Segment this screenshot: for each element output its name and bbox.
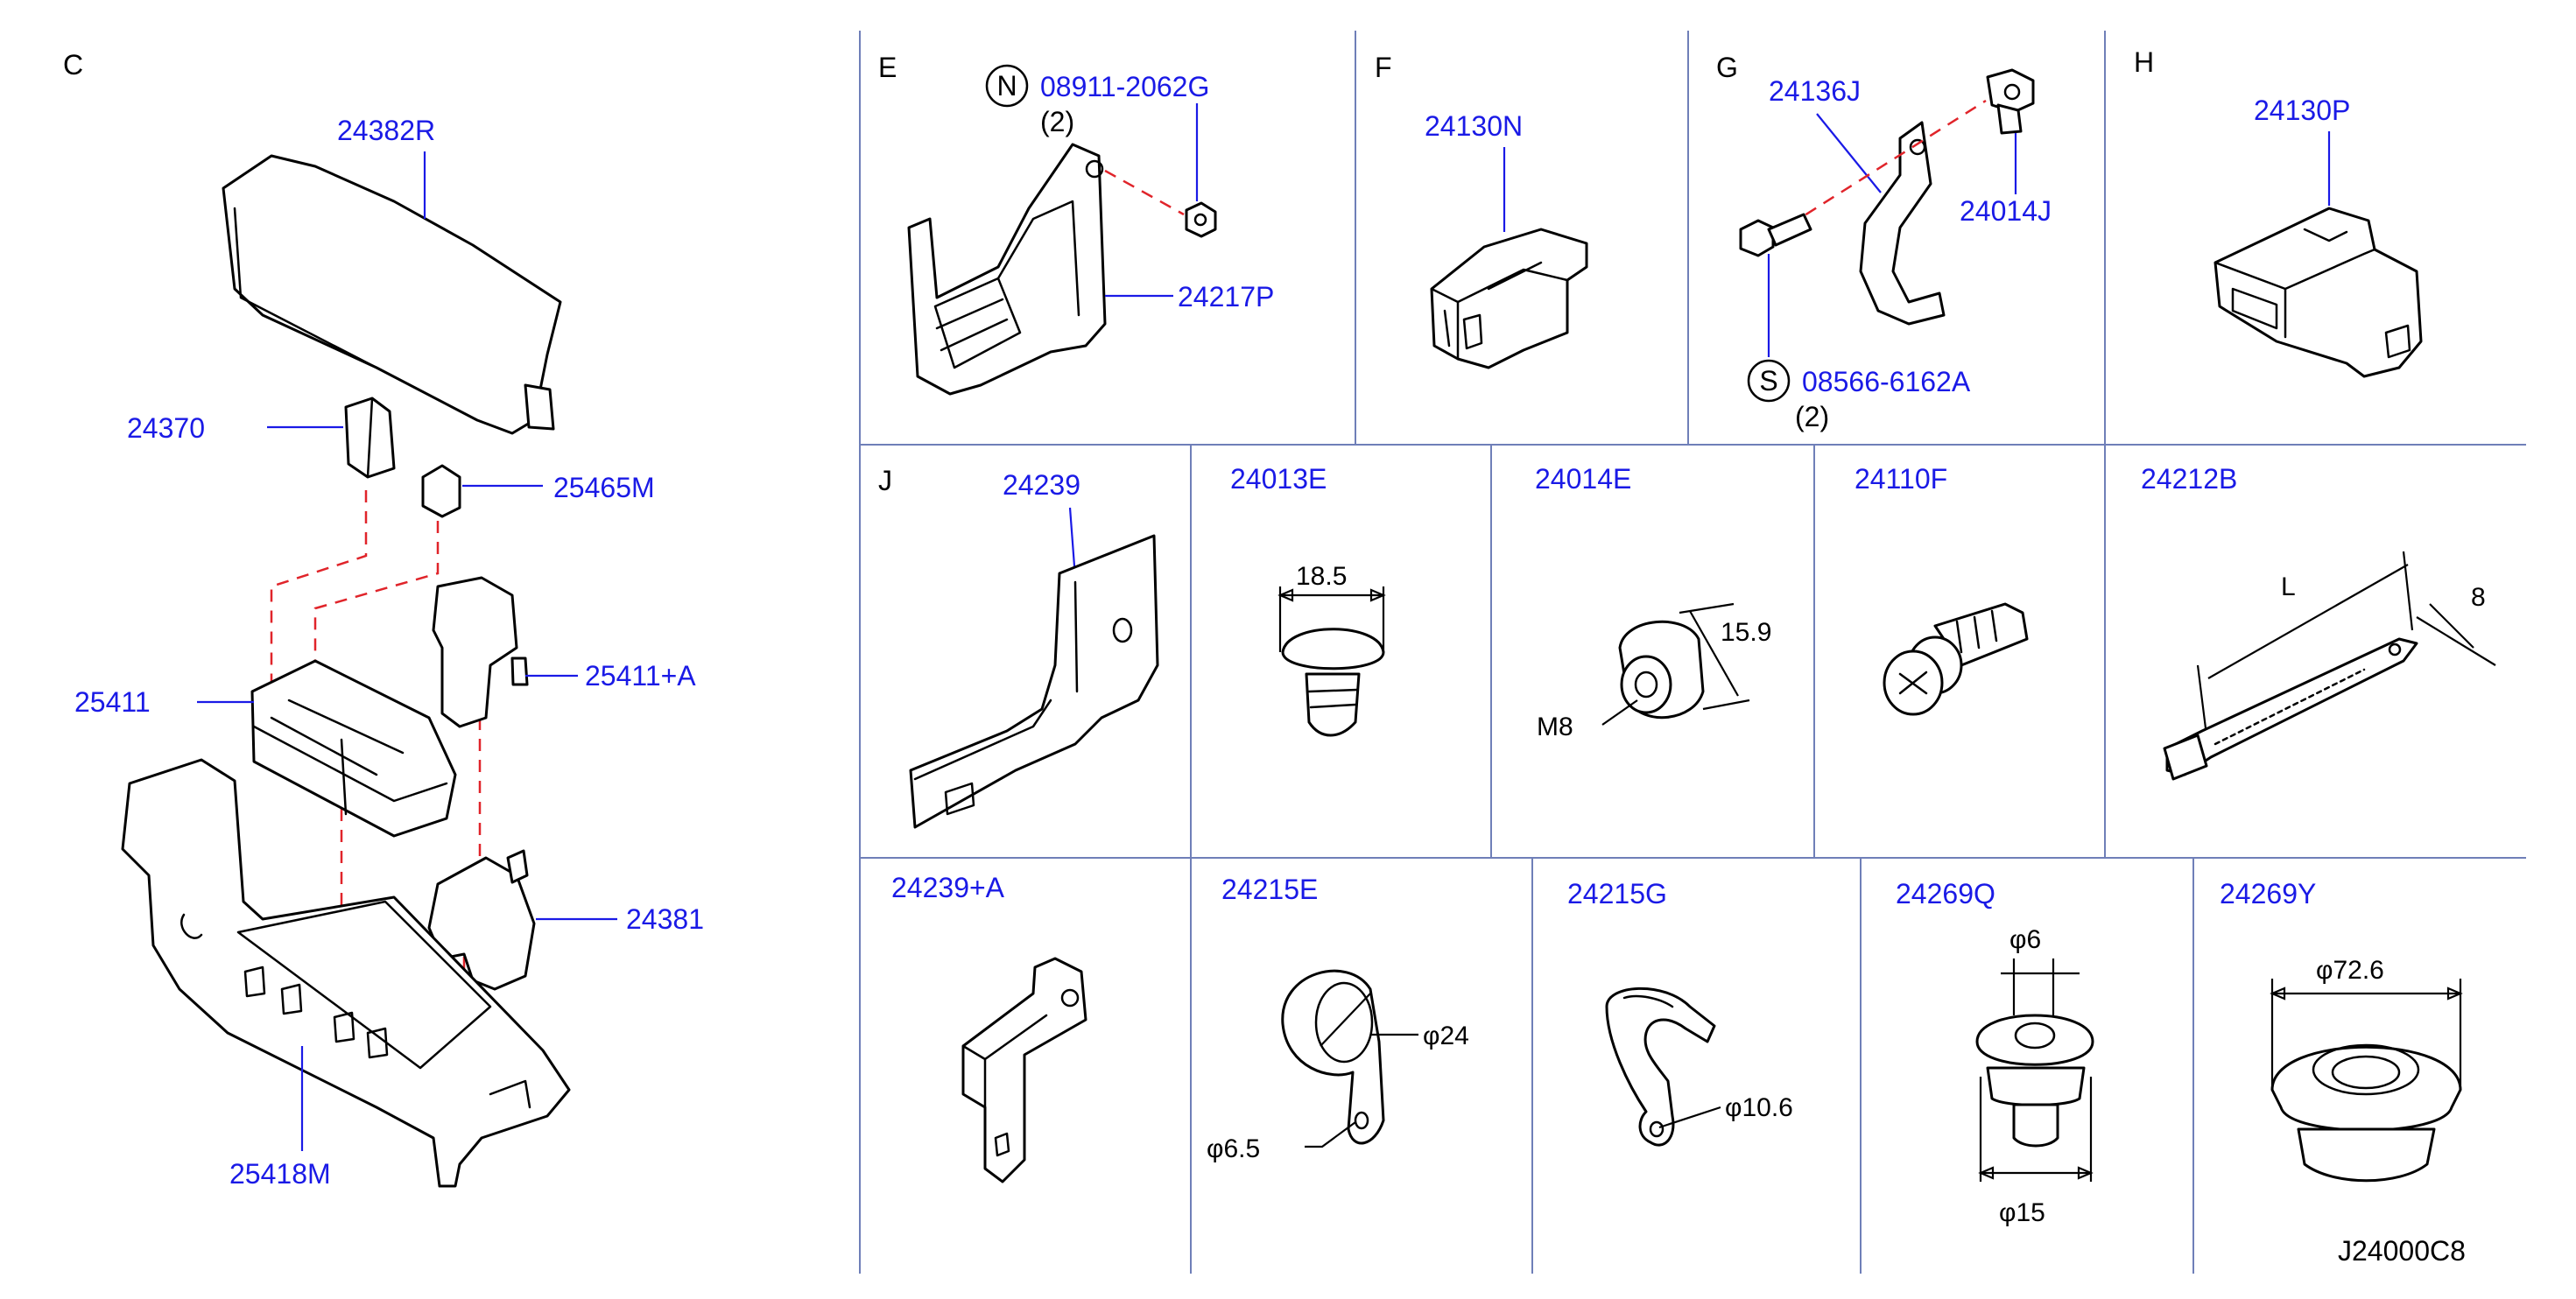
- label-24269q: 24269Q: [1896, 878, 1995, 909]
- bracket-24239[interactable]: [909, 534, 1159, 829]
- label-24014e: 24014E: [1535, 463, 1631, 495]
- section-label-h: H: [2134, 46, 2154, 78]
- section-f: 24130N: [1425, 110, 1588, 369]
- clip-24013e[interactable]: [1281, 628, 1385, 671]
- clip-24136j[interactable]: [1859, 121, 1946, 326]
- grommet-24215e[interactable]: [1281, 969, 1385, 1145]
- symbol-n: N: [996, 70, 1017, 102]
- symbol-s-circle: [1747, 359, 1791, 403]
- section-label-c: C: [63, 49, 83, 81]
- label-24212b: 24212B: [2141, 463, 2237, 495]
- section-label-e: E: [878, 52, 897, 83]
- section-label-j: J: [878, 465, 892, 496]
- clip-24014j[interactable]: [1986, 68, 2035, 114]
- label-24239a: 24239+A: [891, 872, 1005, 903]
- bracket-25418m[interactable]: [121, 758, 571, 1188]
- dim-15-9: 15.9: [1721, 618, 1771, 647]
- section-24014e: 24014E 15.9 M8: [1535, 463, 1771, 741]
- label-24381: 24381: [626, 903, 704, 935]
- nut-08911-2062g[interactable]: [1185, 201, 1217, 238]
- label-24269y: 24269Y: [2220, 878, 2316, 909]
- label-24239: 24239: [1003, 469, 1080, 501]
- section-h: 24130P: [2214, 95, 2423, 378]
- dim-l: L: [2281, 572, 2296, 601]
- dim-8: 8: [2471, 583, 2486, 612]
- screw-quantity: (2): [1795, 401, 1829, 432]
- label-24370: 24370: [127, 412, 205, 444]
- section-label-g: G: [1716, 52, 1738, 83]
- dim-phi-15: φ15: [1999, 1198, 2045, 1227]
- bracket-24239a[interactable]: [961, 957, 1087, 1183]
- dim-m8: M8: [1537, 713, 1573, 741]
- grid-lines: [859, 31, 2526, 1274]
- relay-25411a[interactable]: [432, 576, 518, 728]
- section-24215e: 24215E φ24 φ6.5: [1207, 874, 1469, 1163]
- section-label-f: F: [1375, 52, 1392, 83]
- section-c: 24382R 24370 25465M 25411+A 25411 24381: [74, 115, 704, 1190]
- label-24130p: 24130P: [2254, 95, 2350, 126]
- symbol-n-circle: [985, 64, 1029, 108]
- section-g: 24136J 24014J S 08566-6162A (2): [1739, 68, 2052, 432]
- label-24013e: 24013E: [1230, 463, 1327, 495]
- grommet-24269q[interactable]: [1975, 1014, 2094, 1066]
- label-24136j: 24136J: [1769, 75, 1861, 107]
- section-e: N 08911-2062G (2) 24217P: [907, 64, 1274, 396]
- label-08911-2062g: 08911-2062G: [1040, 71, 1209, 102]
- label-25411a: 25411+A: [585, 660, 696, 692]
- dim-phi-24: φ24: [1423, 1022, 1469, 1050]
- label-24130n: 24130N: [1425, 110, 1523, 142]
- dim-phi-6-5: φ6.5: [1207, 1134, 1260, 1163]
- section-24269q: 24269Q φ6 φ15: [1896, 878, 2094, 1227]
- nut-quantity: (2): [1040, 106, 1074, 137]
- label-08566-6162a: 08566-6162A: [1802, 366, 1971, 397]
- section-24110f: 24110F: [1855, 463, 2029, 716]
- section-24269y: 24269Y φ72.6: [2220, 878, 2463, 1183]
- fuse-box-cover-24382r[interactable]: [222, 154, 562, 435]
- label-24110f: 24110F: [1855, 463, 1947, 495]
- label-25465m: 25465M: [553, 472, 655, 503]
- label-24215g: 24215G: [1567, 878, 1667, 909]
- bracket-24217p[interactable]: [907, 143, 1107, 396]
- dim-phi-72-6: φ72.6: [2316, 956, 2384, 985]
- label-24217p: 24217P: [1178, 281, 1274, 312]
- section-24239a: 24239+A: [891, 872, 1087, 1183]
- label-25418m: 25418M: [229, 1158, 331, 1190]
- label-24382r: 24382R: [337, 115, 435, 146]
- label-24014j: 24014J: [1960, 195, 2052, 227]
- section-24215g: 24215G φ10.6: [1567, 878, 1793, 1147]
- section-24013e: 24013E 18.5: [1230, 463, 1386, 737]
- label-24215e: 24215E: [1221, 874, 1318, 905]
- symbol-s: S: [1759, 365, 1777, 397]
- fuse-25465m[interactable]: [421, 464, 461, 518]
- connector-24130n[interactable]: [1430, 228, 1588, 369]
- dim-18-5: 18.5: [1296, 562, 1347, 591]
- dim-phi-6: φ6: [2009, 925, 2041, 954]
- clamp-24215g[interactable]: [1605, 987, 1716, 1147]
- section-j: 24239: [909, 469, 1159, 829]
- diagram-code: J24000C8: [2338, 1235, 2466, 1267]
- fuse-block-25411[interactable]: [250, 659, 457, 838]
- connector-24130p[interactable]: [2214, 207, 2423, 378]
- dim-phi-10-6: φ10.6: [1725, 1093, 1793, 1122]
- label-25411: 25411: [74, 686, 151, 718]
- section-24212b: 24212B L 8: [2141, 463, 2496, 781]
- screw-08566-6162a[interactable]: [1739, 219, 1775, 257]
